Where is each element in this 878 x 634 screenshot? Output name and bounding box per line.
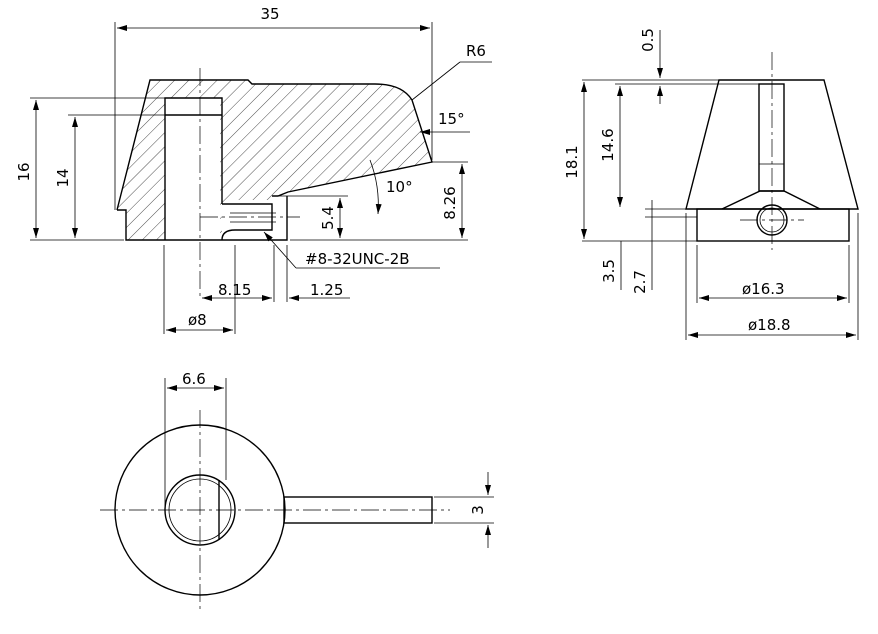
base-flange	[696, 208, 850, 242]
slot	[758, 83, 785, 192]
dim-3: 3	[469, 505, 487, 515]
dim-10deg: 10°	[386, 178, 413, 196]
top-dimensions: 6.6 3	[164, 370, 494, 548]
dim-5-4: 5.4	[319, 206, 337, 230]
dim-thread: #8-32UNC-2B	[305, 250, 410, 268]
side-dimensions: 0.5 18.1 14.6 3.5 2.7 ø16.3 ø18.8	[563, 28, 859, 340]
dim-dia18-8: ø18.8	[748, 316, 791, 334]
dim-dia8: ø8	[188, 311, 207, 329]
dim-1-25: 1.25	[310, 281, 343, 299]
dim-8-15: 8.15	[218, 281, 251, 299]
dim-6-6: 6.6	[182, 370, 206, 388]
section-view	[116, 68, 433, 300]
dim-3-5: 3.5	[600, 259, 618, 283]
dim-18-1: 18.1	[563, 145, 581, 178]
dim-14-6: 14.6	[599, 128, 617, 161]
top-view	[100, 410, 450, 610]
side-view	[685, 52, 859, 250]
web	[721, 190, 821, 210]
dim-15deg: 15°	[438, 110, 465, 128]
bore-outline	[164, 97, 223, 240]
section-dimensions: 35 R6 15° 10° 16 14 5.4 8.26 #8-32UNC-2B…	[15, 5, 492, 334]
dim-14: 14	[54, 168, 72, 187]
bore-clear	[165, 98, 220, 240]
dim-16: 16	[15, 162, 33, 181]
dim-2-7: 2.7	[631, 270, 649, 294]
dim-0-5: 0.5	[639, 28, 657, 52]
dim-35: 35	[260, 5, 279, 23]
dim-8-26: 8.26	[441, 186, 459, 219]
section-hatch	[117, 80, 432, 240]
section-base	[117, 196, 288, 241]
tapped-hole	[221, 203, 273, 241]
cone-outline	[685, 79, 859, 210]
dim-r6: R6	[466, 42, 486, 60]
dim-dia16-3: ø16.3	[742, 280, 785, 298]
